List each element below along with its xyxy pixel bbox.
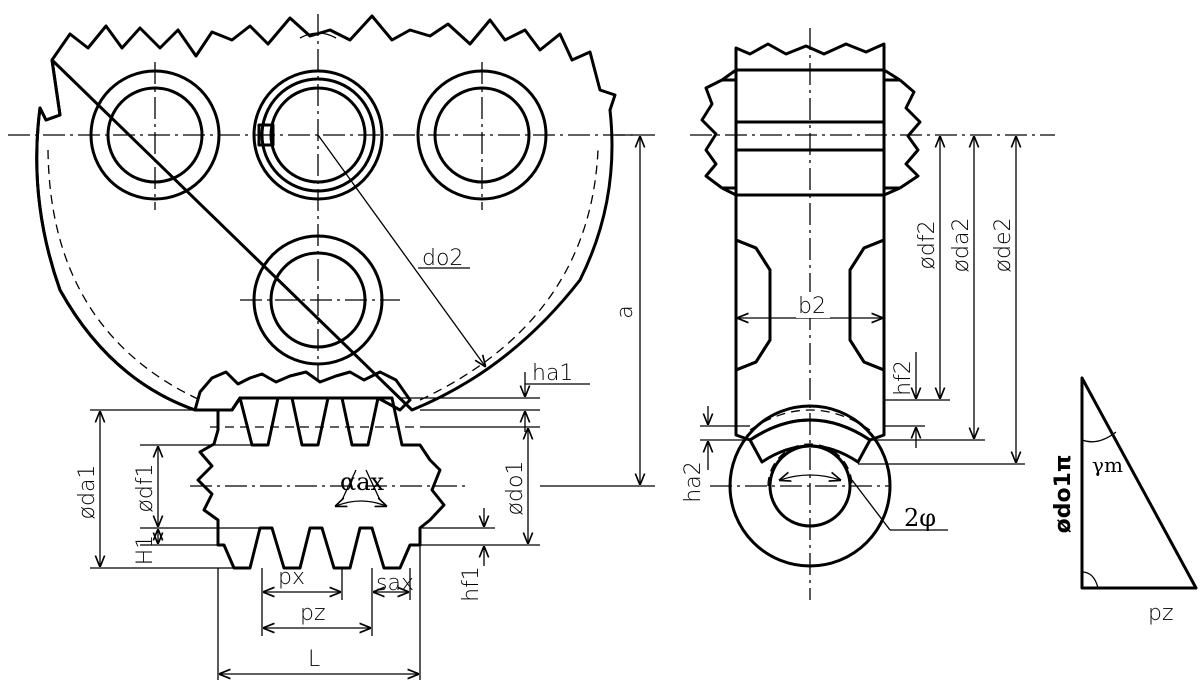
label-pz-triangle: pz	[1148, 601, 1174, 626]
label-px: px	[278, 565, 305, 590]
label-df1: ødf1	[133, 463, 158, 512]
worm-dimensions: ha1 øda1 ødf1 H1 ødo1 hf1 px s	[75, 361, 590, 680]
label-sax: sax	[376, 571, 414, 596]
label-do1pi: ødo1π	[1051, 455, 1076, 534]
label-da1: øda1	[75, 465, 100, 520]
label-ha2: ha2	[681, 461, 706, 502]
label-H1: H1	[133, 535, 158, 566]
label-pz: pz	[300, 601, 326, 626]
wheel-break-line	[35, 14, 617, 412]
worm-wheel-front-view: do2 a	[8, 14, 655, 487]
label-gamma-m: γm	[1092, 453, 1123, 477]
label-L: L	[308, 647, 320, 672]
label-da2: øda2	[949, 218, 974, 273]
label-hf1: hf1	[459, 566, 484, 602]
worm-section: αax	[190, 370, 470, 570]
label-df2: ødf2	[915, 220, 940, 269]
label-hf2: hf2	[891, 360, 916, 396]
pitch-circle-wheel	[47, 149, 201, 401]
label-de2: øde2	[991, 218, 1016, 273]
label-b2: b2	[798, 294, 826, 319]
label-2phi: 2φ	[904, 504, 936, 532]
label-ha1: ha1	[532, 361, 573, 386]
worm-body	[196, 396, 446, 570]
label-alpha-ax: αax	[340, 468, 385, 496]
label-a: a	[613, 305, 638, 318]
lead-angle-triangle: γm ødo1π pz	[1051, 376, 1198, 626]
label-do2: do2	[422, 246, 463, 271]
wheel-side-dimensions: ødf2 øda2 øde2 hf2 ha2	[681, 137, 1025, 503]
worm-wheel-side-section: b2 2φ	[690, 28, 1055, 600]
label-do1: ødo1	[503, 461, 528, 516]
